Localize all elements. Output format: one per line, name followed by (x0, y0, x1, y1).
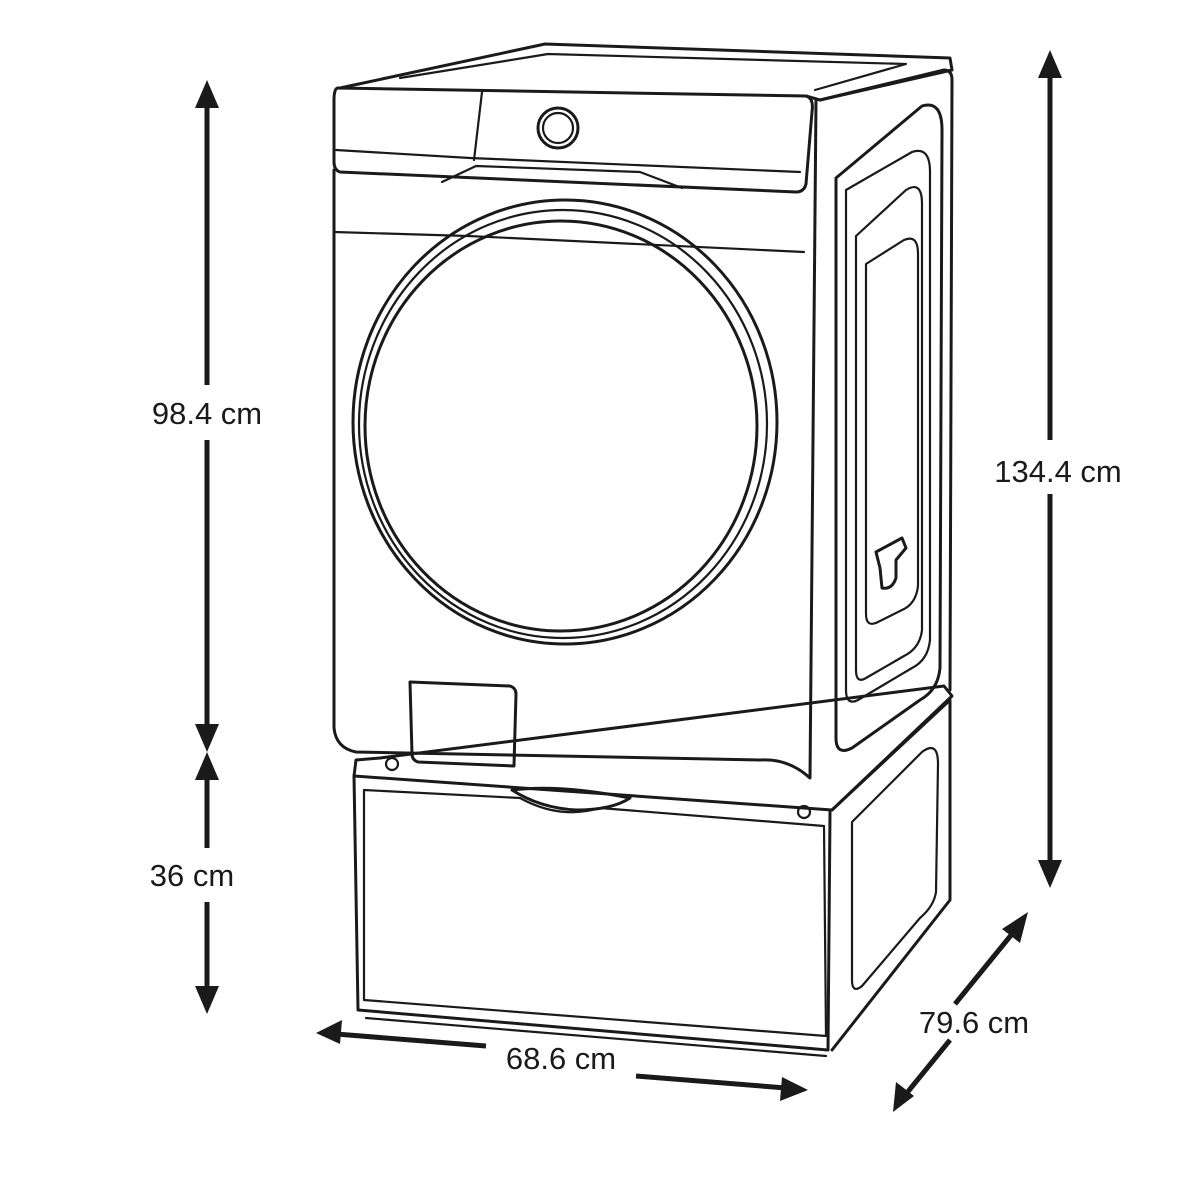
washer-side-recess-2 (854, 186, 924, 681)
depth-label: 79.6 cm (919, 1005, 1029, 1040)
pedestal-bottom-edge (364, 1016, 828, 1058)
pedestal-front (352, 774, 832, 1052)
arrow-shaft (635, 1073, 787, 1091)
arrowhead-down (1038, 860, 1062, 888)
total-height-arrow (1038, 50, 1062, 888)
washer-height-arrow (195, 80, 219, 752)
control-panel-lower-edge (334, 148, 802, 174)
arrow-shaft (335, 1031, 487, 1049)
arrowhead-up (195, 80, 219, 108)
pedestal-drawer-front (362, 788, 828, 1038)
door-glass (363, 219, 759, 633)
washer-illustration (332, 42, 954, 1058)
washer-side-recess-3 (864, 237, 920, 625)
arrowhead-down (195, 724, 219, 752)
pedestal-foot-left (384, 756, 400, 772)
arrowhead-upper (1002, 912, 1028, 943)
pedestal-side-recess (850, 746, 940, 990)
pedestal-height-label: 36 cm (150, 858, 234, 893)
washer-top-inner (398, 52, 908, 92)
detergent-drawer-edge (440, 164, 684, 190)
arrowhead-left (316, 1020, 342, 1044)
drawer-handle (510, 786, 632, 812)
control-panel (332, 86, 814, 194)
pedestal-side (830, 698, 952, 1052)
arrowhead-down (195, 986, 219, 1014)
control-panel-divider (472, 90, 484, 162)
width-label: 68.6 cm (506, 1041, 616, 1076)
arrow-shaft (953, 932, 1014, 1006)
pedestal-foot-right (796, 804, 812, 820)
width-arrow (316, 1020, 808, 1101)
control-knob (536, 106, 580, 150)
door-outer-ring (351, 198, 779, 646)
arrowhead-up (195, 752, 219, 780)
washer-front-panel (332, 98, 818, 780)
total-height-label: 134.4 cm (994, 454, 1122, 489)
side-handle (874, 536, 908, 590)
washer-side-recess-1 (844, 149, 932, 703)
pedestal-top (352, 684, 954, 812)
control-knob-inner (541, 111, 575, 145)
front-panel-seam (332, 230, 806, 254)
door-middle-ring (357, 208, 769, 640)
depth-arrow (893, 912, 1028, 1112)
washer-side-outer (818, 68, 954, 692)
service-panel (408, 680, 518, 768)
washer-top (338, 42, 954, 102)
arrowhead-up (1038, 50, 1062, 78)
arrow-shaft (904, 1038, 952, 1096)
washer-height-label: 98.4 cm (152, 396, 262, 431)
pedestal-height-arrow (195, 752, 219, 1014)
arrowhead-right (780, 1077, 808, 1101)
arrowhead-lower (893, 1082, 914, 1112)
